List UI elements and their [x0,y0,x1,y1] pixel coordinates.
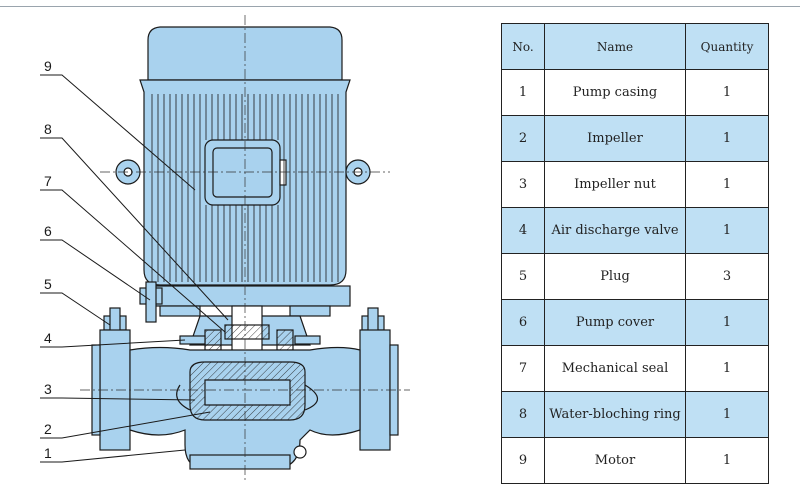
row-name: Pump casing [544,69,686,116]
row-qty: 1 [685,161,769,208]
table-row: 3 Impeller nut 1 [501,161,769,208]
row-no: 5 [501,253,545,300]
callout-4: 4 [44,330,52,346]
table-row: 8 Water-bloching ring 1 [501,391,769,438]
row-name: Motor [544,437,686,484]
callout-9: 9 [44,58,52,74]
row-name: Air discharge valve [544,207,686,254]
row-qty: 1 [685,345,769,392]
table-row: 7 Mechanical seal 1 [501,345,769,392]
callout-6: 6 [44,223,52,239]
pump-cross-section-diagram: 9 8 7 6 5 4 3 2 1 [40,15,410,480]
row-no: 3 [501,161,545,208]
callout-2: 2 [44,421,52,437]
table-row: 9 Motor 1 [501,437,769,484]
row-no: 7 [501,345,545,392]
row-name: Impeller nut [544,161,686,208]
row-name: Pump cover [544,299,686,346]
callout-1: 1 [44,445,52,461]
center-lines [80,15,410,480]
header-quantity: Quantity [685,23,769,70]
table-row: 6 Pump cover 1 [501,299,769,346]
row-no: 6 [501,299,545,346]
parts-table: No. Name Quantity 1 Pump casing 1 2 Impe… [501,23,769,484]
row-qty: 1 [685,391,769,438]
callout-3: 3 [44,381,52,397]
impeller [176,361,319,421]
header-no: No. [501,23,545,70]
table-row: 5 Plug 3 [501,253,769,300]
motor-flange [149,285,351,317]
row-no: 8 [501,391,545,438]
callout-leaders [40,74,229,463]
row-name: Plug [544,253,686,300]
table-row: 2 Impeller 1 [501,115,769,162]
row-name: Water-bloching ring [544,391,686,438]
row-qty: 1 [685,299,769,346]
motor-cooling-fins [151,94,339,282]
row-name: Mechanical seal [544,345,686,392]
table-row: 1 Pump casing 1 [501,69,769,116]
row-qty: 1 [685,115,769,162]
row-no: 4 [501,207,545,254]
row-no: 9 [501,437,545,484]
callout-8: 8 [44,121,52,137]
callout-7: 7 [44,173,52,189]
top-rule [0,6,800,7]
header-name: Name [544,23,686,70]
row-qty: 1 [685,207,769,254]
callout-5: 5 [44,276,52,292]
row-qty: 3 [685,253,769,300]
row-qty: 1 [685,69,769,116]
row-qty: 1 [685,437,769,484]
row-no: 2 [501,115,545,162]
table-row: 4 Air discharge valve 1 [501,207,769,254]
table-header-row: No. Name Quantity [501,23,769,70]
row-no: 1 [501,69,545,116]
row-name: Impeller [544,115,686,162]
